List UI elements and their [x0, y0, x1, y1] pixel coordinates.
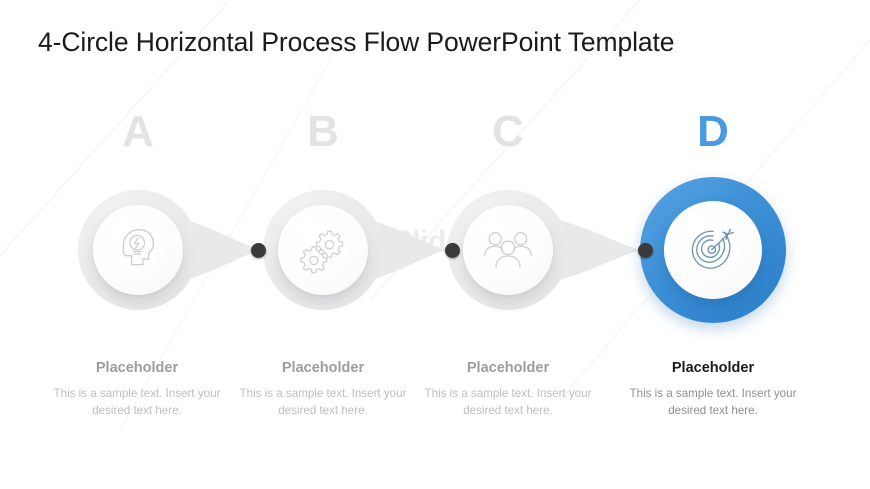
step-letter-b: B: [307, 107, 339, 156]
caption-title-d: Placeholder: [671, 360, 755, 376]
step-icon-circle-d[interactable]: [664, 201, 762, 299]
caption-title-b: Placeholder: [281, 360, 365, 376]
step-icon-circle-a[interactable]: [93, 205, 183, 295]
caption-body-c: This is a sample text. Insert your desir…: [424, 387, 592, 418]
caption-block-c: Placeholder This is a sample text. Inser…: [423, 360, 593, 420]
step-letter-d: D: [697, 107, 729, 156]
caption-block-a: Placeholder This is a sample text. Inser…: [52, 360, 222, 420]
caption-block-d: Placeholder This is a sample text. Inser…: [628, 360, 798, 420]
connector-dot-3: [638, 243, 653, 258]
caption-body-a: This is a sample text. Insert your desir…: [53, 387, 221, 418]
people-group-icon: [484, 232, 532, 268]
gears-icon: [300, 230, 344, 274]
head-lightbulb-icon: [122, 229, 155, 266]
caption-title-c: Placeholder: [466, 360, 550, 376]
step-icon-circle-c[interactable]: [463, 205, 553, 295]
step-letter-a: A: [122, 107, 154, 156]
step-icon-circle-b[interactable]: [278, 205, 368, 295]
caption-title-a: Placeholder: [95, 360, 179, 376]
slide-title: 4-Circle Horizontal Process Flow PowerPo…: [38, 27, 675, 57]
caption-body-b: This is a sample text. Insert your desir…: [239, 387, 407, 418]
target-dart-icon: [691, 228, 734, 269]
caption-body-d: This is a sample text. Insert your desir…: [629, 387, 797, 418]
connector-dot-1: [251, 243, 266, 258]
step-letter-c: C: [492, 107, 524, 156]
caption-block-b: Placeholder This is a sample text. Inser…: [238, 360, 408, 420]
connector-dot-2: [445, 243, 460, 258]
